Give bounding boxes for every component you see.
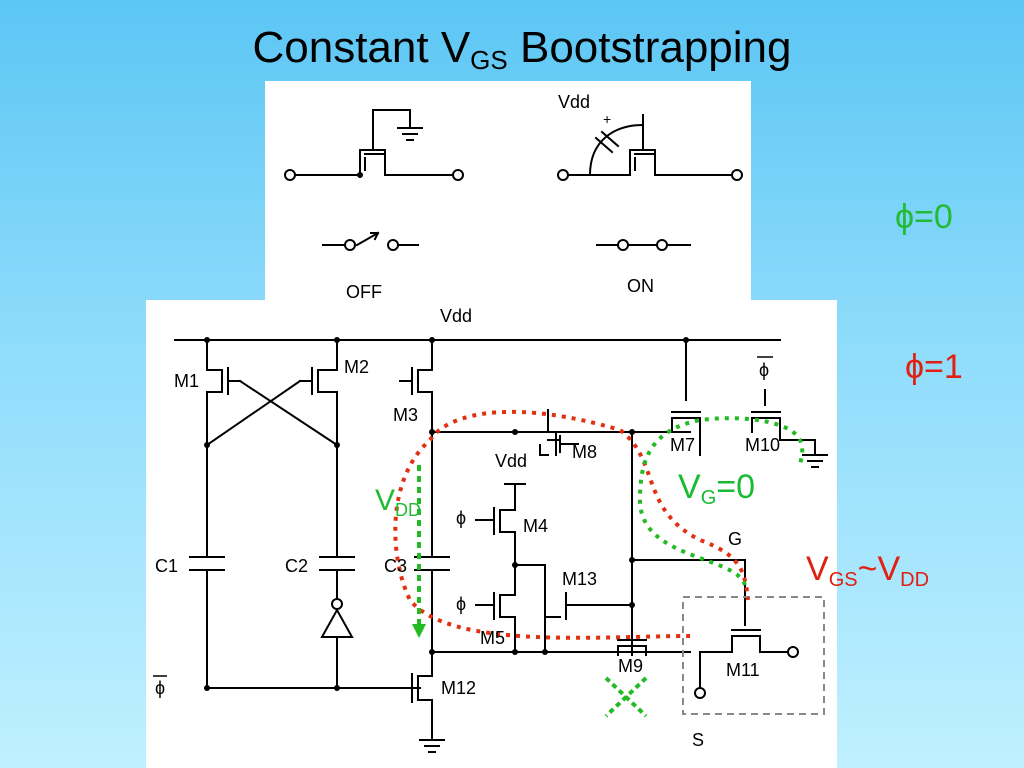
vdd-path-note: VDD	[375, 484, 422, 520]
c3-label: C3	[384, 556, 407, 576]
vgs-main: V	[806, 550, 829, 588]
slide-title: Constant VGS Bootstrapping	[0, 22, 1024, 86]
on-label: ON	[627, 276, 654, 296]
phi-equals-zero-note: ϕ=0	[895, 198, 953, 236]
vg0-sub: G	[700, 487, 717, 509]
phibar-m10-label: ϕ	[759, 360, 769, 380]
m11-dashed-box	[682, 596, 825, 715]
vg0-rest: =0	[716, 468, 756, 506]
vgs-approx-vdd-note: VGS~VDD	[806, 552, 929, 590]
off-label: OFF	[346, 282, 382, 302]
m9-label: M9	[618, 656, 643, 676]
green-x-mark	[604, 676, 648, 718]
vdd-sub: DD	[395, 500, 422, 520]
inner-vdd-label: Vdd	[495, 451, 527, 471]
cap-plus-label: +	[603, 111, 611, 127]
green-discharge-path	[637, 416, 805, 586]
phi-m4-label: ϕ	[456, 508, 466, 528]
vgs-sub2: DD	[900, 569, 930, 591]
m7-label: M7	[670, 435, 695, 455]
m4-label: M4	[523, 516, 548, 536]
title-subscript: GS	[470, 45, 508, 75]
vg-equals-zero-note: VG=0	[678, 470, 755, 508]
m10-label: M10	[745, 435, 780, 455]
m13-label: M13	[562, 569, 597, 589]
c1-label: C1	[155, 556, 178, 576]
phi-m5-label: ϕ	[456, 594, 466, 614]
title-rest: Bootstrapping	[507, 23, 792, 72]
switch-diagram-panel	[265, 81, 751, 300]
red-bootstrap-path	[393, 409, 750, 640]
c2-label: C2	[285, 556, 308, 576]
m11-label: M11	[726, 660, 760, 680]
m2-label: M2	[344, 357, 369, 377]
vgs-sub: GS	[828, 569, 858, 591]
circuit-panel	[146, 300, 837, 768]
title-main: Constant V	[252, 23, 471, 72]
vdd-main: V	[375, 484, 396, 517]
phibar-m12-label: ϕ	[155, 678, 165, 698]
vdd-rail-label: Vdd	[440, 306, 472, 326]
node-g-label: G	[728, 529, 742, 549]
vg0-main: V	[678, 468, 701, 506]
on-switch-symbol	[596, 239, 691, 251]
on-switch-transistor	[557, 114, 743, 181]
top-vdd-label: Vdd	[558, 92, 590, 112]
m8-label: M8	[572, 442, 597, 462]
m1-label: M1	[174, 371, 199, 391]
vgs-mid: ~V	[857, 550, 901, 588]
phi-equals-one-note: ϕ=1	[905, 348, 963, 386]
off-switch-symbol	[322, 231, 419, 251]
node-s-label: S	[692, 730, 704, 750]
m12-label: M12	[441, 678, 476, 698]
off-switch-transistor	[284, 109, 464, 181]
m3-label: M3	[393, 405, 418, 425]
m5-label: M5	[480, 628, 505, 648]
